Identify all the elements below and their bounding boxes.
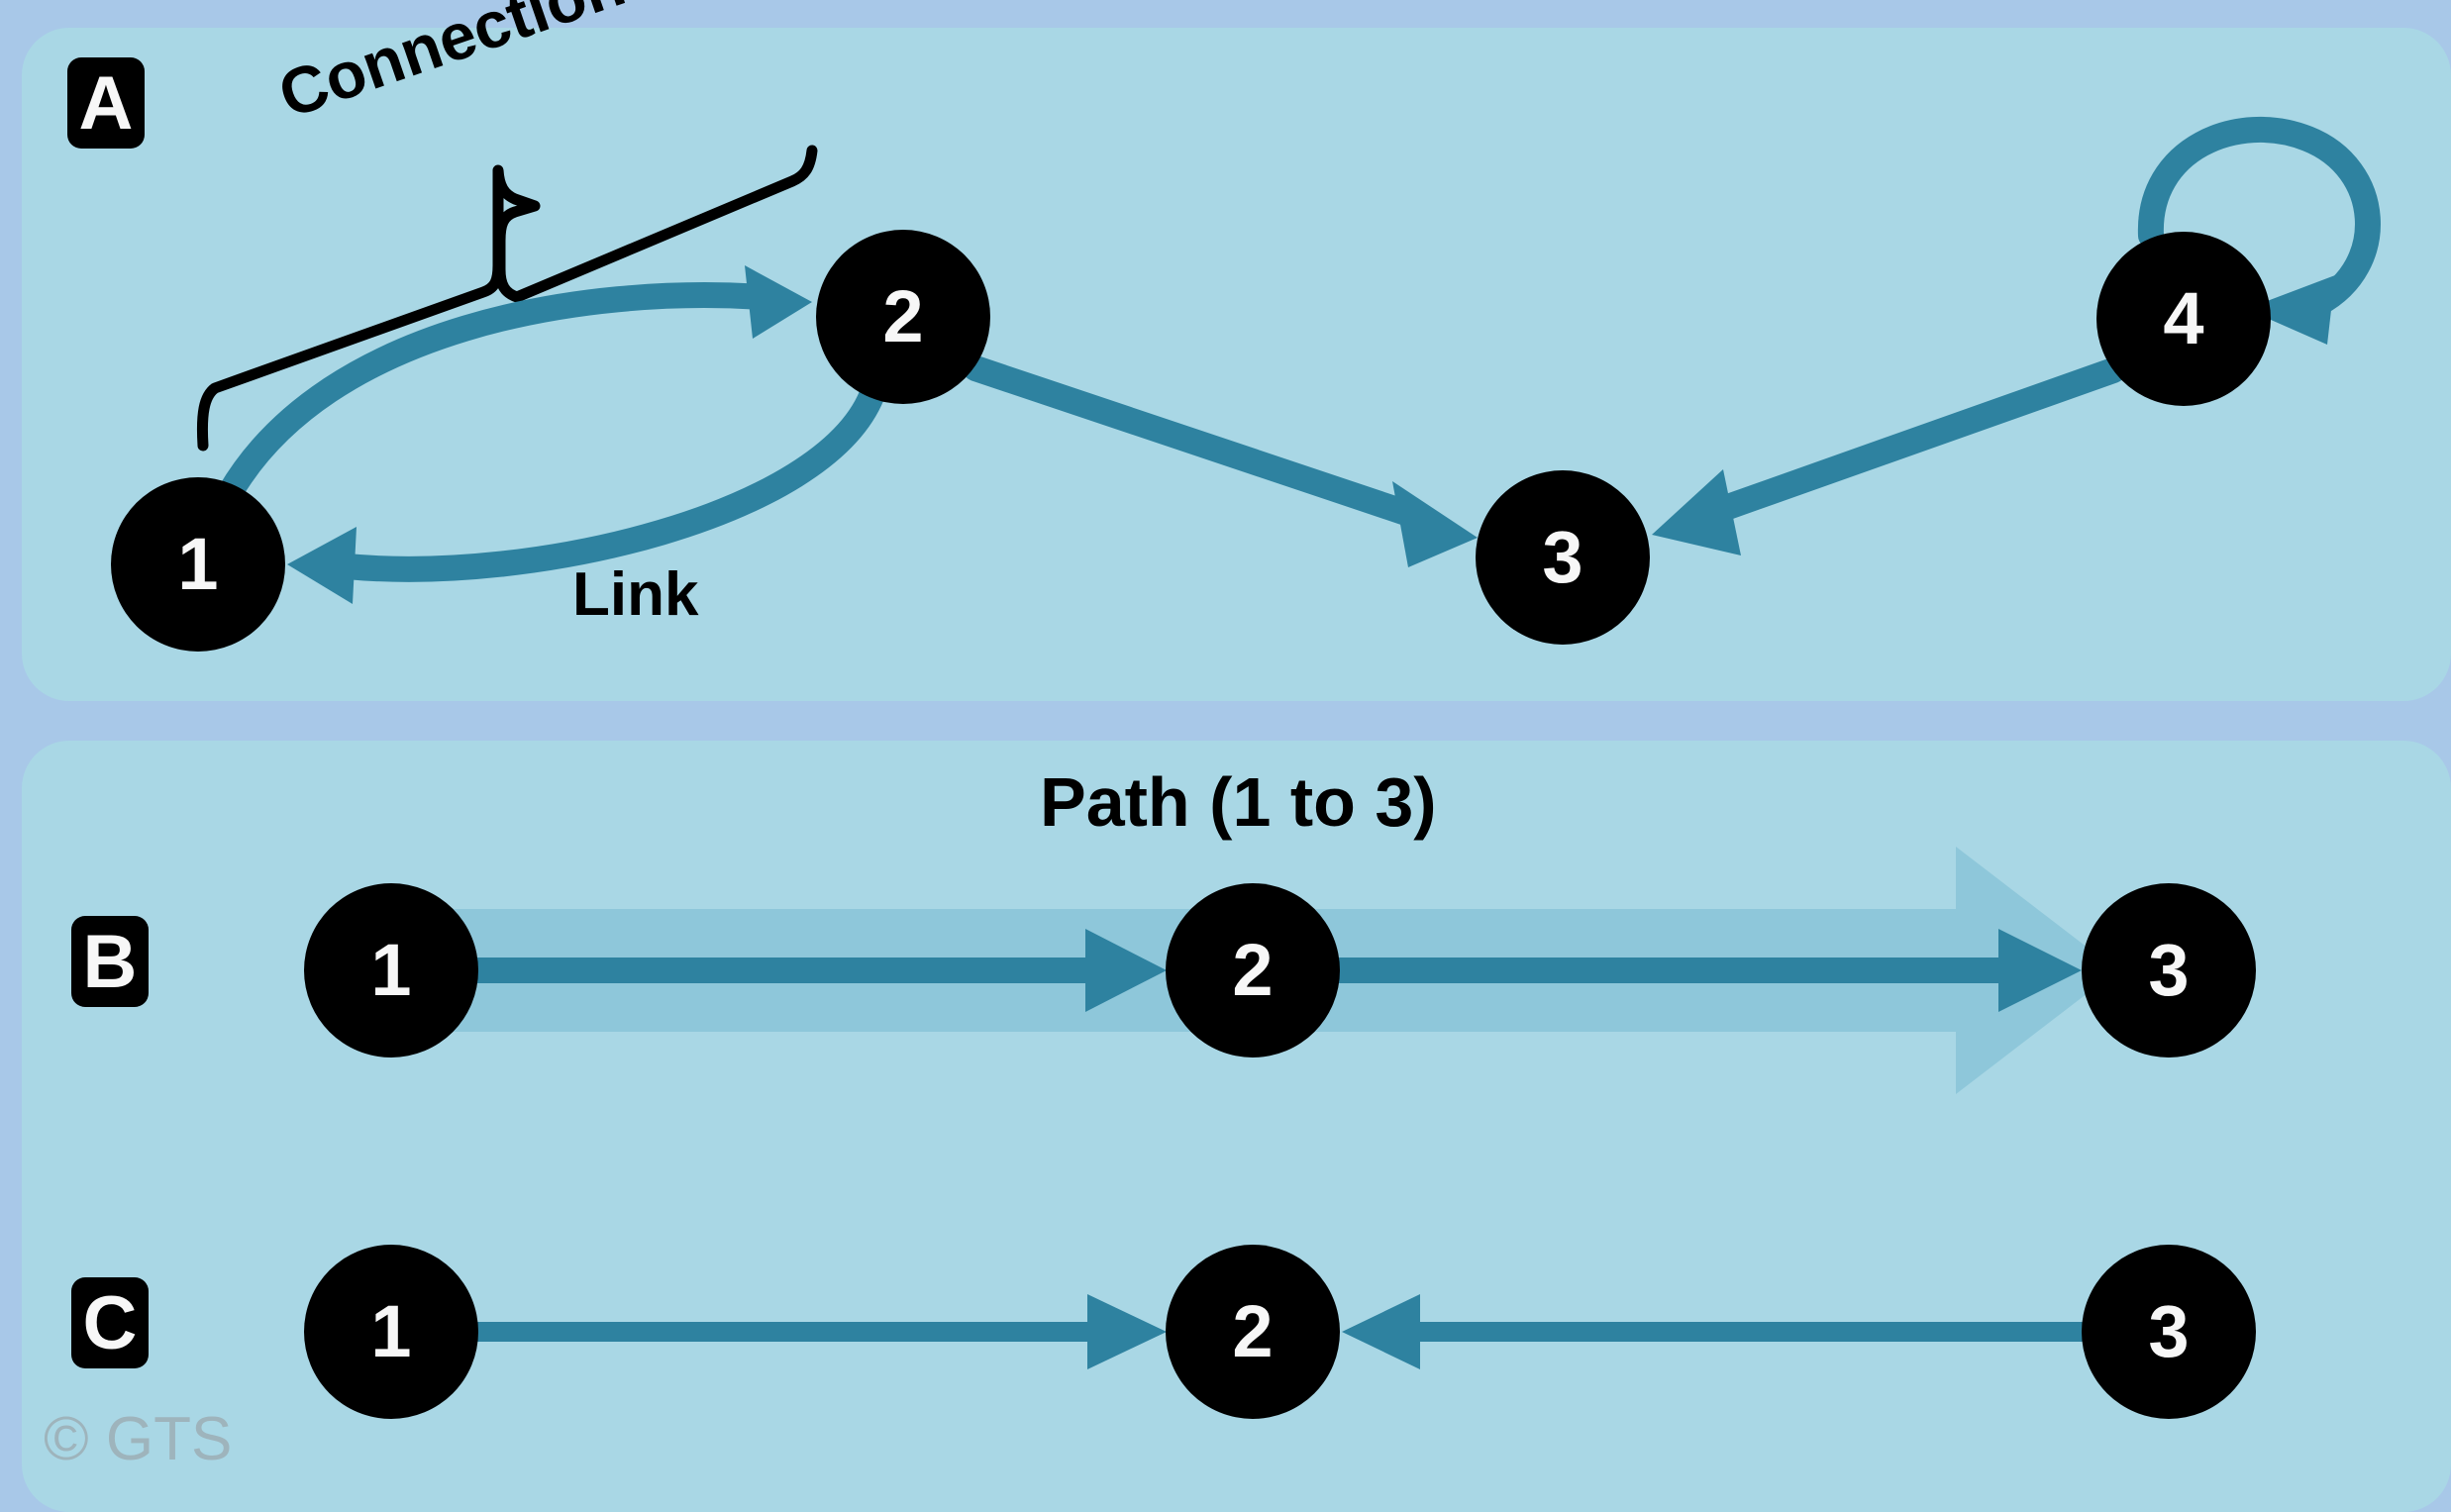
panel-badge-c: C — [71, 1277, 149, 1368]
node-c-3[interactable] — [2082, 1245, 2256, 1419]
copyright-watermark: © GTS — [44, 1405, 233, 1473]
link-label: Link — [572, 560, 699, 629]
node-c-1[interactable] — [304, 1245, 478, 1419]
node-b-1[interactable] — [304, 883, 478, 1058]
edge-a-4-self-loop — [2137, 116, 2381, 345]
edge-b-2-to-3 — [1327, 929, 2082, 1012]
path-title: Path (1 to 3) — [1040, 763, 1437, 841]
node-a-3[interactable] — [1476, 470, 1650, 645]
edge-a-4-to-3 — [1652, 357, 2126, 555]
edge-a-2-to-1 — [287, 383, 884, 604]
node-a-4[interactable] — [2096, 232, 2271, 406]
edge-b-1-to-2 — [465, 929, 1167, 1012]
edge-c-1-to-2 — [465, 1294, 1167, 1369]
connection-brace — [196, 145, 818, 452]
node-b-3[interactable] — [2082, 883, 2256, 1058]
node-a-2[interactable] — [816, 230, 990, 404]
panel-badge-b: B — [71, 916, 149, 1007]
edge-a-1-to-2 — [217, 265, 812, 506]
node-b-2[interactable] — [1166, 883, 1340, 1058]
edge-a-2-to-3 — [963, 355, 1478, 567]
panel-badge-a: A — [67, 57, 145, 149]
node-c-2[interactable] — [1166, 1245, 1340, 1419]
edge-c-3-to-2 — [1342, 1294, 2094, 1369]
node-a-1[interactable] — [111, 477, 285, 652]
